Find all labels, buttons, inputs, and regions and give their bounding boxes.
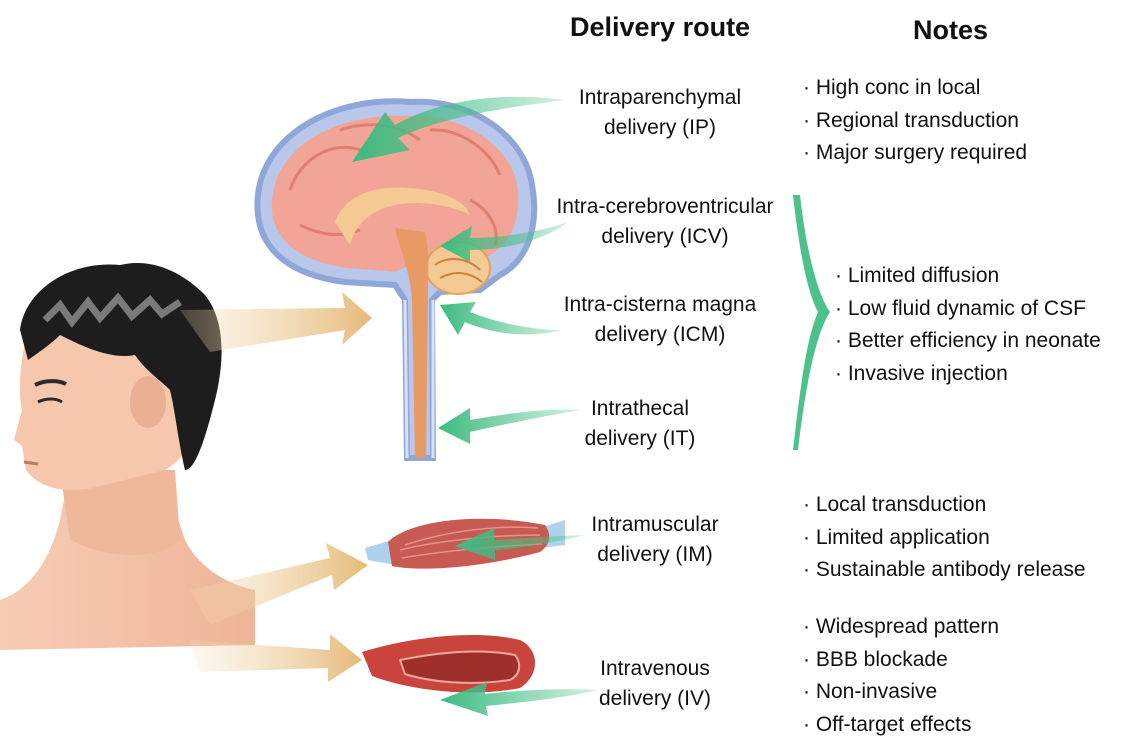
route-icm-line1: Intra-cisterna magna <box>545 290 775 320</box>
note-item: Limited application <box>803 522 1086 555</box>
note-item: Better efficiency in neonate <box>835 325 1101 358</box>
tan-arrow-muscle <box>190 543 368 625</box>
notes-ip: High conc in local Regional transduction… <box>803 72 1027 170</box>
route-im-line1: Intramuscular <box>575 510 735 540</box>
green-arrow-icm <box>440 302 562 335</box>
note-item: Widespread pattern <box>803 611 999 644</box>
note-item: Invasive injection <box>835 358 1101 391</box>
route-icv-line1: Intra-cerebroventricular <box>535 192 795 222</box>
human-ear <box>130 376 166 428</box>
note-item: Regional transduction <box>803 105 1027 138</box>
route-ip-line2: delivery (IP) <box>560 113 760 143</box>
route-icv-line2: delivery (ICV) <box>535 222 795 252</box>
note-item: Low fluid dynamic of CSF <box>835 293 1101 326</box>
brain-illustration <box>257 101 534 458</box>
route-label-im: Intramuscular delivery (IM) <box>575 510 735 570</box>
route-label-iv: Intravenous delivery (IV) <box>580 654 730 714</box>
note-item: Off-target effects <box>803 709 999 741</box>
green-arrow-it <box>438 408 580 444</box>
human-mouth <box>24 462 38 464</box>
note-item: Major surgery required <box>803 137 1027 170</box>
notes-iv: Widespread pattern BBB blockade Non-inva… <box>803 611 999 741</box>
note-item: BBB blockade <box>803 644 999 677</box>
route-label-icm: Intra-cisterna magna delivery (ICM) <box>545 290 775 350</box>
vessel-inner <box>400 651 519 682</box>
header-delivery-route: Delivery route <box>570 12 750 43</box>
route-it-line2: delivery (IT) <box>570 424 710 454</box>
note-item: Non-invasive <box>803 676 999 709</box>
route-label-it: Intrathecal delivery (IT) <box>570 394 710 454</box>
route-label-icv: Intra-cerebroventricular delivery (ICV) <box>535 192 795 252</box>
note-item: High conc in local <box>803 72 1027 105</box>
note-item: Local transduction <box>803 489 1086 522</box>
route-iv-line1: Intravenous <box>580 654 730 684</box>
route-im-line2: delivery (IM) <box>575 540 735 570</box>
route-iv-line2: delivery (IV) <box>580 684 730 714</box>
header-notes: Notes <box>913 15 988 46</box>
route-it-line1: Intrathecal <box>570 394 710 424</box>
note-item: Limited diffusion <box>835 260 1101 293</box>
notes-csf: Limited diffusion Low fluid dynamic of C… <box>835 260 1101 390</box>
notes-im: Local transduction Limited application S… <box>803 489 1086 587</box>
vessel-illustration <box>362 635 535 692</box>
route-ip-line1: Intraparenchymal <box>560 83 760 113</box>
route-label-ip: Intraparenchymal delivery (IP) <box>560 83 760 143</box>
notes-bracket <box>793 195 830 450</box>
note-item: Sustainable antibody release <box>803 554 1086 587</box>
route-icm-line2: delivery (ICM) <box>545 320 775 350</box>
